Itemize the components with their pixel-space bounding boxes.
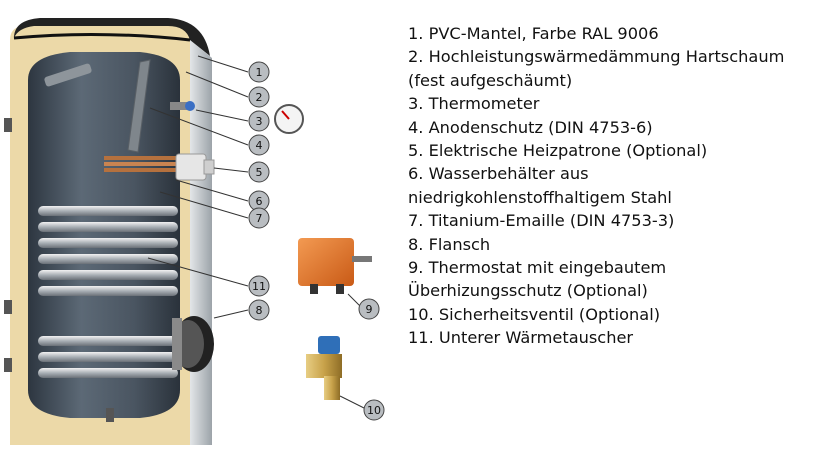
callout-number: 10	[367, 404, 381, 417]
legend-item: 11. Unterer Wärmetauscher	[408, 328, 634, 348]
water-heater-diagram: 1 2 3 4 5 6 7 8 9 10 11	[4, 18, 385, 445]
flange	[172, 316, 214, 372]
legend-item: 3. Thermometer	[408, 94, 540, 114]
callout-number: 2	[256, 91, 263, 104]
callout-9: 9	[358, 298, 380, 320]
legend-item: 8. Flansch	[408, 234, 491, 254]
legend-item: 4. Anodenschutz (DIN 4753-6)	[408, 117, 653, 137]
legend-item: 10. Sicherheitsventil (Optional)	[408, 304, 661, 324]
legend-item: 7. Titanium-Emaille (DIN 4753-3)	[408, 211, 675, 231]
callout-11: 11	[248, 275, 270, 297]
callout-4: 4	[248, 134, 270, 156]
legend-item: 1. PVC-Mantel, Farbe RAL 9006	[408, 24, 659, 43]
callout-number: 5	[256, 166, 263, 179]
callout-number: 1	[256, 66, 263, 79]
callout-5: 5	[248, 161, 270, 183]
parts-legend: 1. PVC-Mantel, Farbe RAL 9006 2. Hochlei…	[408, 22, 824, 350]
pvc-jacket	[190, 40, 212, 445]
safety-valve	[306, 336, 342, 400]
callout-1: 1	[248, 61, 270, 83]
legend-item: niedrigkohlenstoffhaltigem Stahl	[408, 187, 672, 207]
callout-3: 3	[248, 110, 270, 132]
legend-item: (fest aufgeschäumt)	[408, 70, 573, 90]
callout-number: 4	[256, 139, 263, 152]
callout-number: 9	[366, 303, 373, 316]
legend-item: Überhizungsschutz (Optional)	[408, 281, 648, 301]
thermostat	[298, 238, 372, 294]
legend-item: 6. Wasserbehälter aus	[408, 164, 589, 184]
legend-item: 5. Elektrische Heizpatrone (Optional)	[408, 141, 708, 161]
legend-item: 9. Thermostat mit eingebautem	[408, 258, 667, 278]
callout-10: 10	[363, 399, 385, 421]
callout-7: 7	[248, 207, 270, 229]
legend-item: 2. Hochleistungswärmedämmung Hartschaum	[408, 47, 785, 67]
leader-lines	[147, 55, 369, 411]
thermometer-gauge	[274, 104, 304, 134]
callout-number: 11	[252, 280, 266, 293]
callout-number: 3	[256, 115, 263, 128]
heat-exchanger-coil	[38, 206, 178, 378]
callout-number: 6	[256, 195, 263, 208]
top-cap	[13, 18, 210, 56]
side-connections	[4, 101, 195, 422]
water-tank	[28, 52, 180, 418]
callout-number: 8	[256, 304, 263, 317]
anode-rod	[44, 59, 151, 153]
heating-element	[104, 153, 215, 181]
callout-number: 7	[256, 212, 263, 225]
callout-2: 2	[248, 86, 270, 108]
callout-8: 8	[248, 299, 270, 321]
